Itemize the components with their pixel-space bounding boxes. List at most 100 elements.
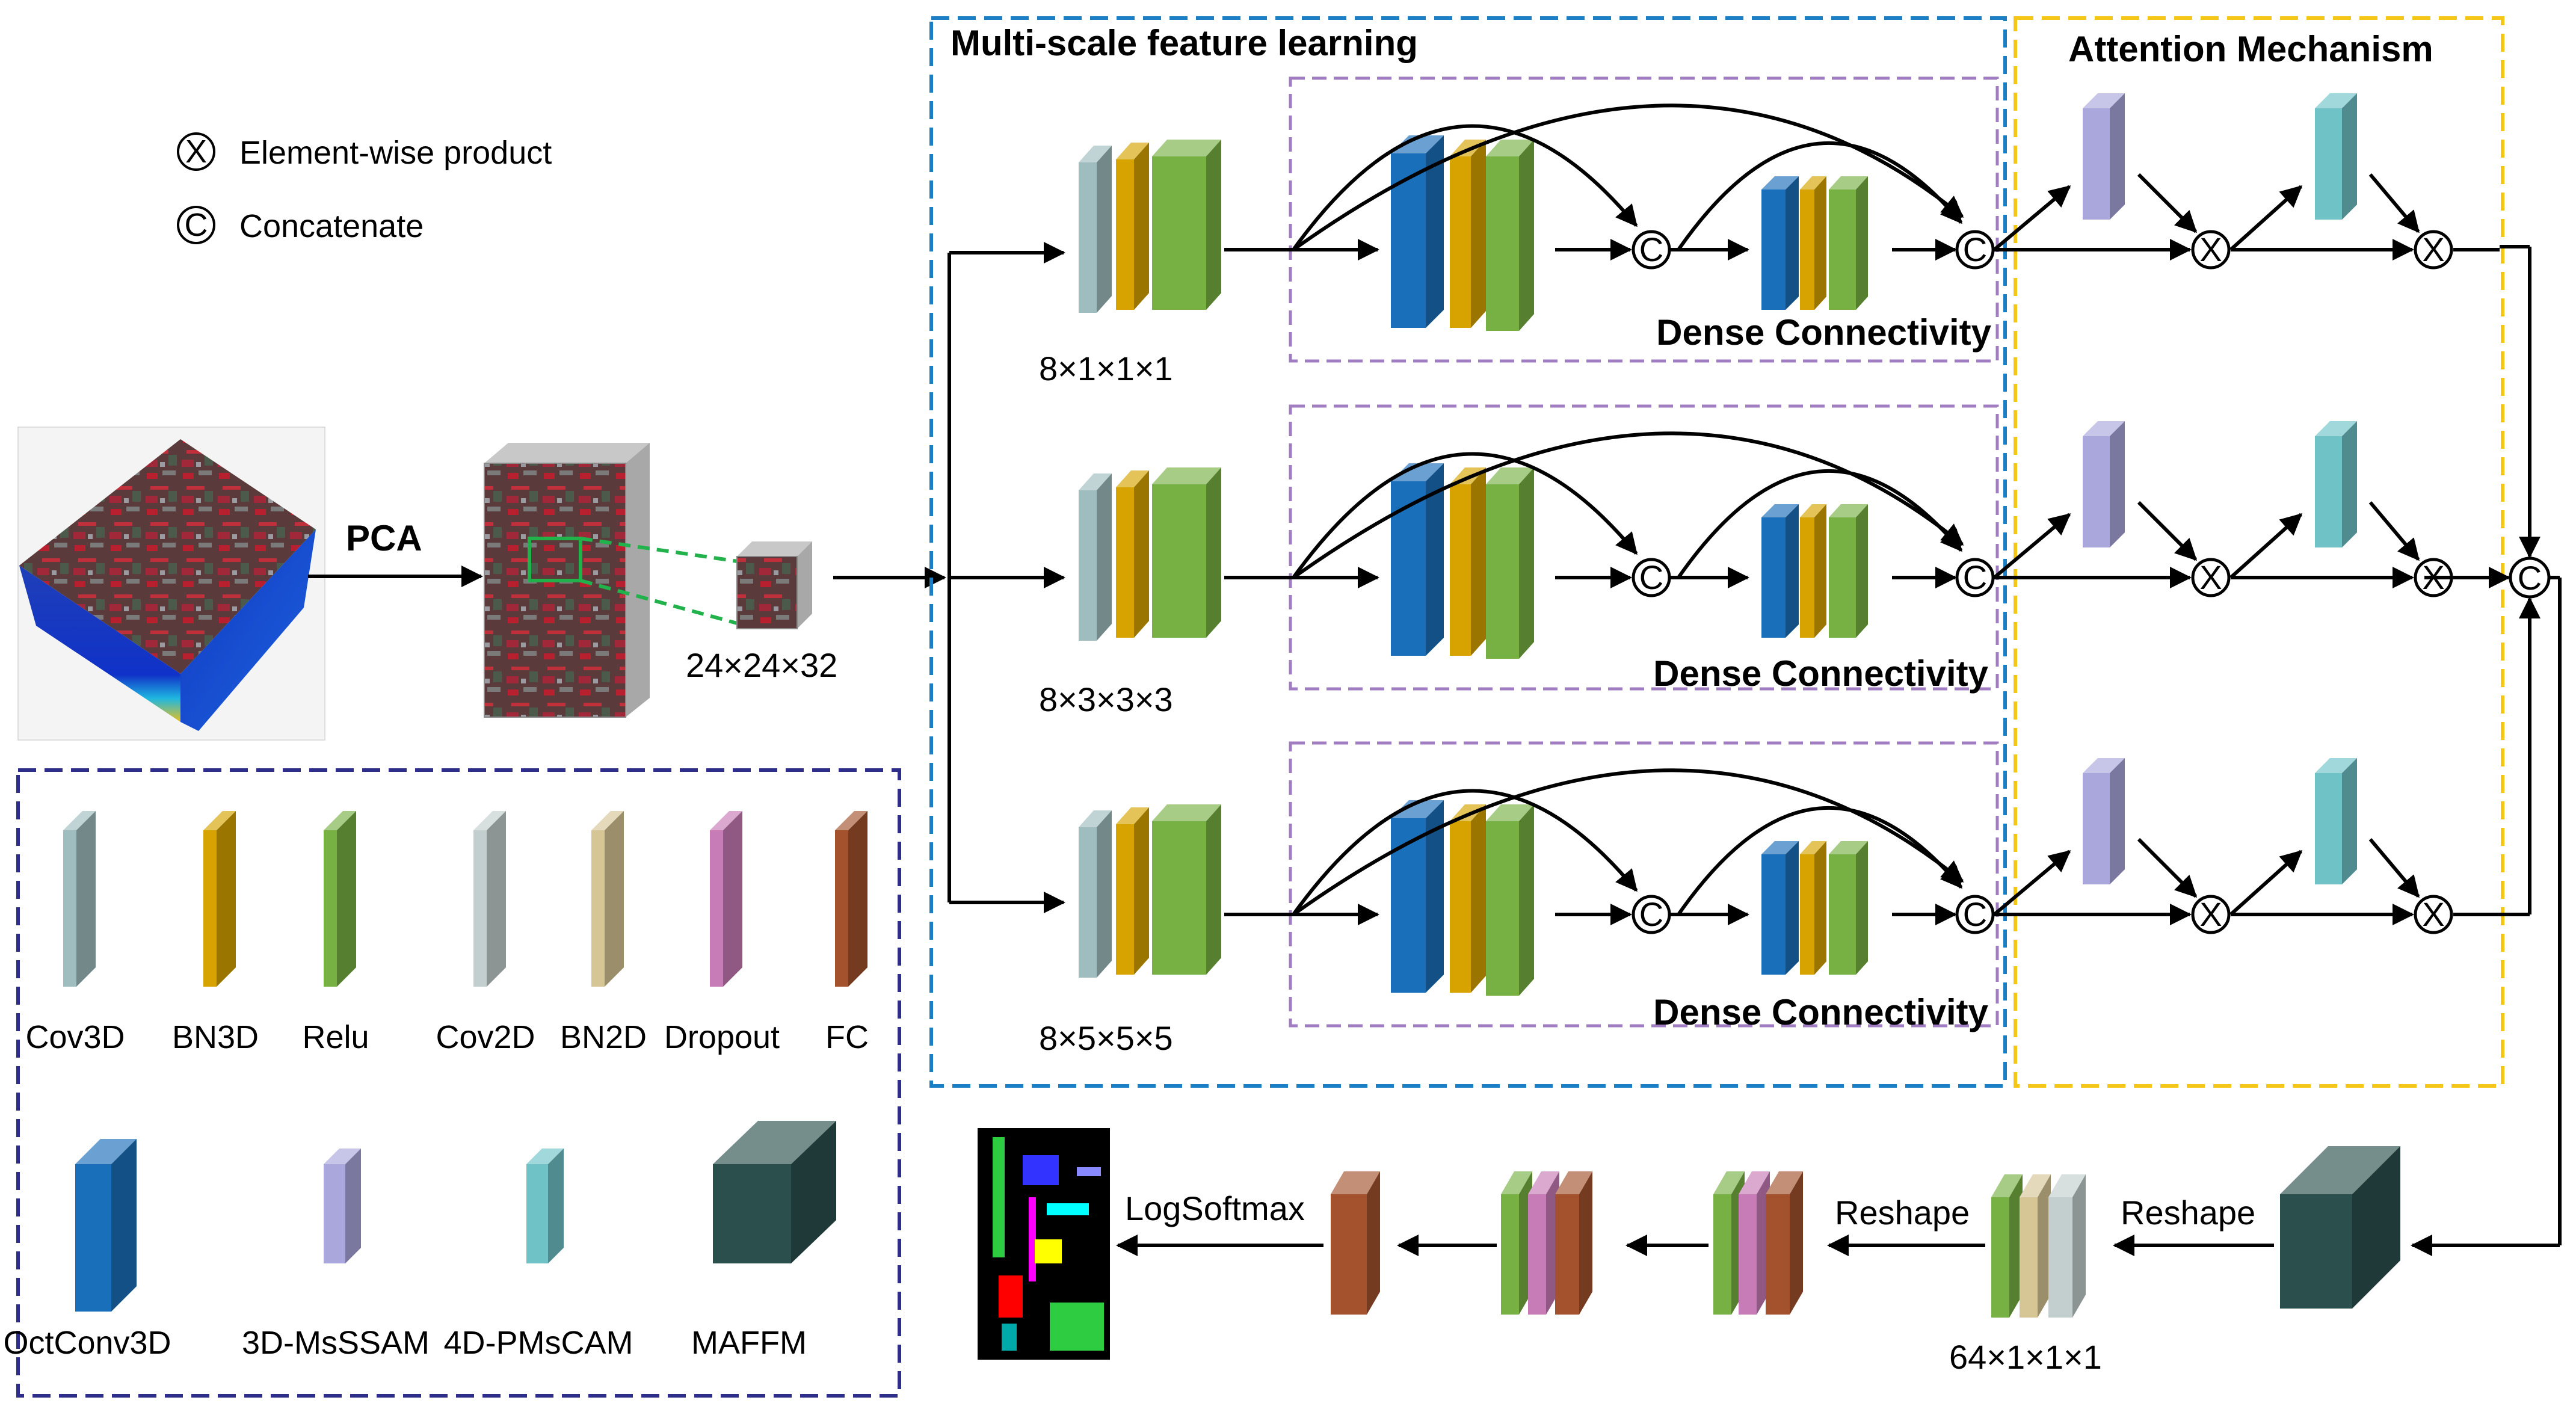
branch-2-kernel-label: 8×3×3×3 — [1039, 680, 1173, 718]
branch-3-relu-2 — [1829, 841, 1868, 975]
legend-item-cov3d: Cov3D — [25, 811, 125, 1055]
svg-text:C: C — [1963, 230, 1987, 268]
legend-item-fc: FC — [825, 811, 869, 1055]
branch-3-pmscam-out-arrow — [2368, 838, 2420, 898]
branch-3-concat-2-icon: C — [1955, 895, 1995, 934]
branch-1-msssam-out-arrow — [2137, 173, 2198, 233]
branch-2-octconv-2 — [1761, 504, 1799, 638]
multiscale-section-border — [929, 16, 2007, 1088]
maffm-cube — [2280, 1146, 2400, 1309]
branch-1-bn-2 — [1800, 176, 1826, 310]
legend-item-4d-pmscam: 4D-PMsCAM — [443, 1149, 633, 1361]
logsoftmax-label: LogSoftmax — [1125, 1189, 1305, 1227]
branch-1-relu-2 — [1829, 176, 1868, 310]
legend-4d-pmscam-label: 4D-PMsCAM — [443, 1325, 633, 1361]
multiscale-section-title: Multi-scale feature learning — [951, 23, 1418, 63]
pca-image-block — [484, 443, 747, 718]
legend-4d-pmscam-icon — [526, 1149, 564, 1263]
branch-2-bn-2 — [1800, 504, 1826, 638]
legend-cov2d-icon — [473, 811, 506, 987]
fc3-fc-slab — [1555, 1171, 1592, 1315]
branch-3-bn-2 — [1800, 841, 1826, 975]
branch-3-kernel-label: 8×5×5×5 — [1039, 1019, 1173, 1057]
branch-3-relu-slab — [1152, 804, 1221, 975]
branch-3-octconv-2 — [1761, 841, 1799, 975]
branch-3-to-msssam-arrow — [1993, 849, 2071, 916]
legend-item-octconv3d: OctConv3D — [3, 1139, 171, 1361]
branch-2-relu-slab — [1152, 467, 1221, 638]
branch-2-skip-1-arrow — [1292, 452, 1638, 579]
branch-1-product-2-icon: X — [2414, 230, 2453, 270]
classification-map — [978, 1128, 1110, 1360]
svg-text:C: C — [1963, 895, 1987, 933]
branch-3-skip-2-arrow — [1292, 768, 1964, 916]
branch-1-skip-2-arrow — [1292, 103, 1964, 251]
branch-3-relu-1 — [1486, 804, 1534, 996]
dense-label-2: Dense Connectivity — [1653, 653, 1988, 694]
branch-2-skip-3-arrow — [1677, 469, 1963, 579]
branch-1-cov3d-slab — [1079, 146, 1112, 313]
branch-3-pmscam-block — [2315, 758, 2357, 884]
reshape-label-2: Reshape — [2121, 1194, 2255, 1232]
branch-2-pmscam-block — [2315, 421, 2357, 547]
legend-item-dropout: Dropout — [664, 811, 780, 1055]
branch-1-relu-1 — [1486, 140, 1534, 331]
branch-2-bn-1 — [1450, 467, 1486, 656]
svg-text:X: X — [2199, 230, 2222, 268]
legend-item-bn2d: BN2D — [560, 811, 647, 1055]
branch-3-product-2-icon: X — [2414, 895, 2453, 934]
branch-1-dense-box — [1289, 76, 1999, 363]
concat-symbol-label: Concatenate — [239, 208, 424, 244]
legend-item-maffm: MAFFM — [691, 1121, 836, 1361]
branch-2-skip-2-arrow — [1292, 431, 1964, 579]
pca-label: PCA — [346, 518, 422, 558]
branch-2-cov3d-slab — [1079, 473, 1112, 641]
branch-3-dense-box — [1289, 741, 1999, 1028]
legend-cov3d-label: Cov3D — [25, 1019, 125, 1055]
branch-1-skip-3-arrow — [1677, 141, 1963, 251]
legend-fc-label: FC — [825, 1019, 869, 1055]
dense-label-3: Dense Connectivity — [1653, 992, 1988, 1032]
classification-head — [1116, 1146, 2400, 1318]
branch-3-skip-1-arrow — [1292, 789, 1638, 916]
legend-relu-label: Relu — [302, 1019, 369, 1055]
legend-dropout-label: Dropout — [664, 1019, 780, 1055]
legend-fc-icon — [835, 811, 867, 987]
branch-2-bn3d-slab — [1116, 470, 1149, 638]
legend-maffm-icon — [713, 1121, 836, 1263]
legend-item-cov2d: Cov2D — [436, 811, 535, 1055]
legend-maffm-label: MAFFM — [691, 1325, 807, 1361]
branch-3-product-1-icon: X — [2191, 895, 2231, 934]
branch-2-to-pmscam-arrow — [2229, 513, 2303, 579]
legend-bn2d-icon — [591, 811, 624, 987]
svg-text:C: C — [1639, 558, 1663, 596]
attention-section-border — [2014, 16, 2504, 1088]
legend-item-relu: Relu — [302, 811, 369, 1055]
legend-relu-icon — [324, 811, 356, 987]
final-merge: C — [2411, 245, 2562, 1256]
svg-text:X: X — [2199, 895, 2222, 933]
pca-arrow: PCA — [308, 518, 483, 587]
branch-3-cov3d-slab — [1079, 810, 1112, 978]
branch-3-to-pmscam-arrow — [2229, 849, 2303, 916]
fc3-relu-slab — [1501, 1171, 1532, 1315]
final-fc-slab — [1331, 1171, 1380, 1315]
fc2-fc-slab — [1766, 1171, 1803, 1315]
fc-dims-label: 64×1×1×1 — [1949, 1338, 2102, 1376]
branch-1-pmscam-out-arrow — [2368, 173, 2420, 233]
hsi-side-face — [180, 529, 316, 731]
branch-1-skip-1-arrow — [1292, 124, 1638, 251]
branch-2-msssam-out-arrow — [2137, 501, 2198, 561]
branch-2-concat-1-icon: C — [1632, 558, 1671, 597]
concat-symbol-icon — [177, 206, 215, 244]
legend-3d-msssam-icon — [324, 1149, 361, 1263]
branch-2-relu-1 — [1486, 467, 1534, 659]
branch-1-bn-1 — [1450, 140, 1486, 328]
legend-cov2d-label: Cov2D — [436, 1019, 535, 1055]
fc3-dropout-slab — [1528, 1171, 1559, 1315]
branch-3-msssam-out-arrow — [2137, 837, 2198, 898]
legend-octconv3d-icon — [75, 1139, 137, 1312]
